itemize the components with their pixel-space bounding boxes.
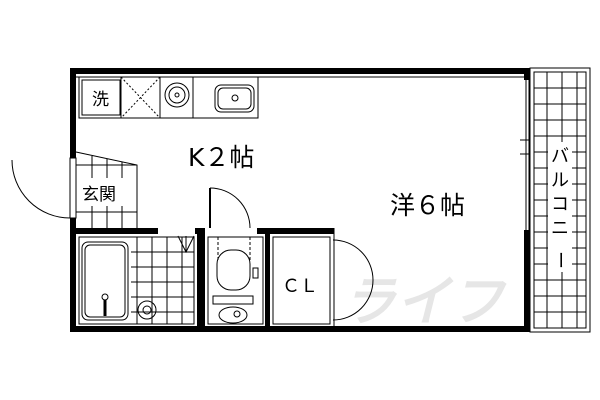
bathtub-icon <box>81 241 129 321</box>
sink-icon <box>214 84 255 113</box>
balcony <box>529 67 591 333</box>
kitchen-counter <box>78 76 259 119</box>
laundry-label: 洗 <box>92 90 109 110</box>
stove-icon <box>164 82 190 108</box>
entrance-label: 玄関 <box>82 185 116 205</box>
bathroom <box>81 235 195 324</box>
svg-text:コ: コ <box>551 194 569 215</box>
entrance-door <box>11 159 71 219</box>
inner-walls <box>70 228 334 332</box>
kitchen-label: K２帖 <box>188 143 254 172</box>
svg-text:ル: ル <box>551 170 569 191</box>
closet-doors <box>332 239 374 321</box>
watermark: ライフ <box>342 270 507 333</box>
balcony-label: バ ル コ ニ ー <box>549 146 570 269</box>
toilet <box>209 187 259 324</box>
toilet-door <box>209 187 251 229</box>
svg-text:ー: ー <box>549 251 570 269</box>
western-room-label: 洋６帖 <box>390 191 465 220</box>
closet-label: ＣＬ <box>282 276 318 297</box>
svg-text:ニ: ニ <box>551 218 569 239</box>
outer-walls <box>70 68 530 332</box>
svg-text:バ: バ <box>551 146 569 167</box>
entrance <box>11 151 138 228</box>
washbasin-icon <box>137 300 157 320</box>
